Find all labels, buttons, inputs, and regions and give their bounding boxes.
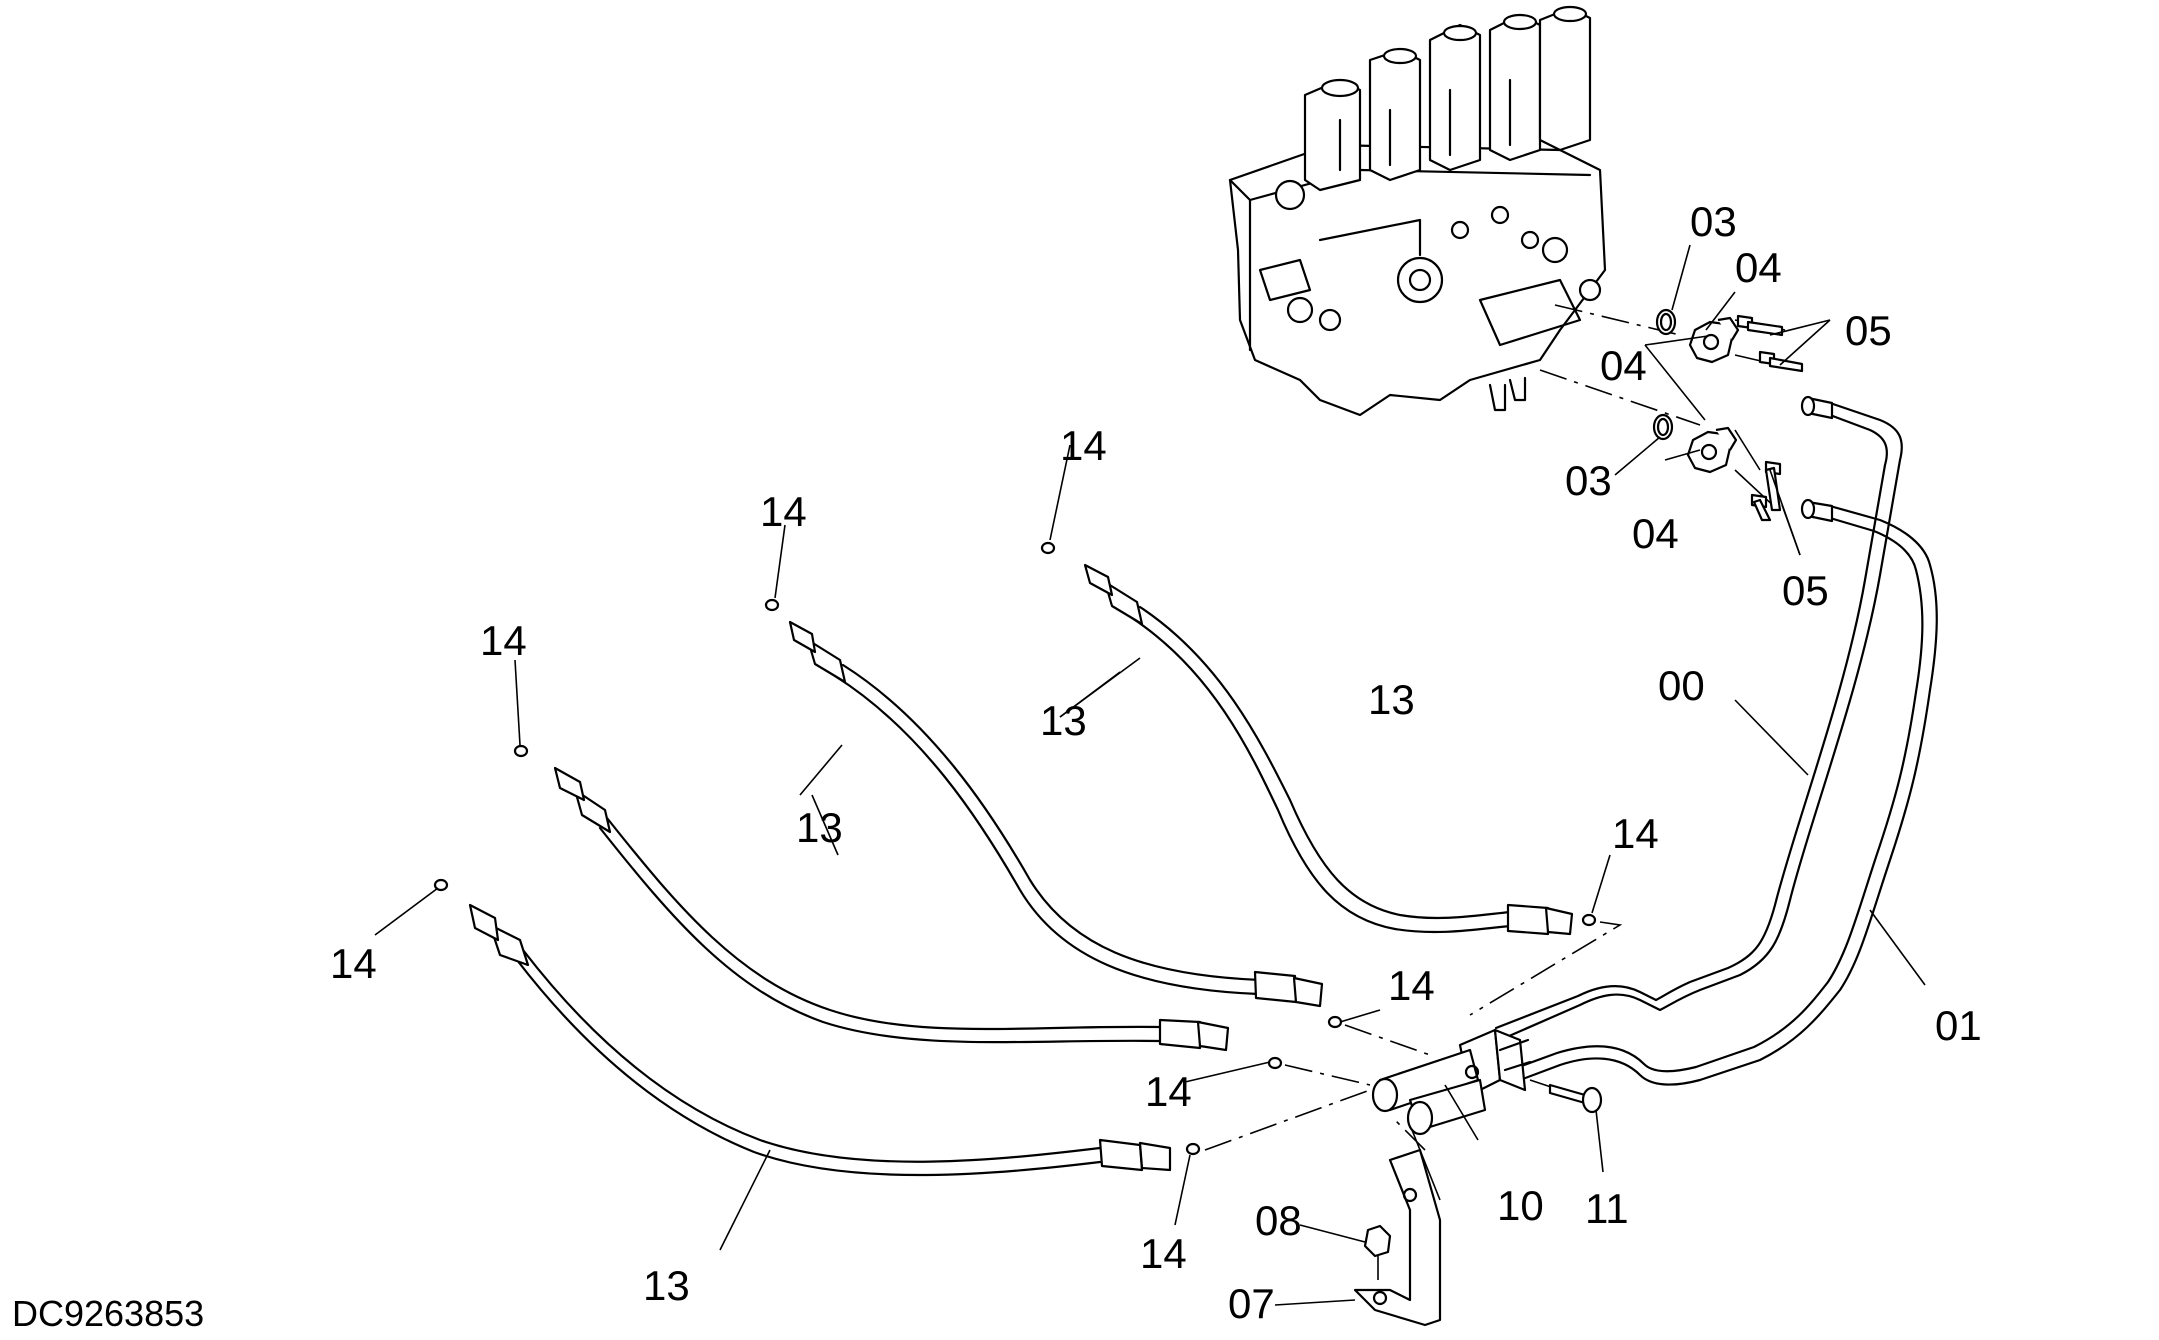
callout-labels: 03 03 04 04 04 05 05 00 01 10 11 08 07 1… [330,198,1982,1327]
callout-14-upper-left: 14 [760,488,807,535]
callout-14-right: 14 [1612,810,1659,857]
callout-04-bottom: 04 [1632,510,1679,557]
bracket-07 [1353,1148,1442,1327]
hose-13-b [553,766,1230,1052]
callout-05-lower: 05 [1782,567,1829,614]
callout-10: 10 [1497,1182,1544,1229]
bolts-05-lower [1734,429,1782,522]
callout-03-upper: 03 [1690,198,1737,245]
callout-01: 01 [1935,1002,1982,1049]
document-id: DC9263853 [12,1293,204,1334]
bolt-08 [1363,1224,1392,1280]
hose-13-a [468,903,1172,1177]
pipe-01 [1514,498,1938,1086]
callout-14-bottom: 14 [1140,1230,1187,1277]
callout-04-middle: 04 [1600,342,1647,389]
o-ring-03-upper [1655,308,1677,336]
bolt-11 [1529,1079,1603,1114]
callout-14-center: 14 [1145,1068,1192,1115]
control-valve-assembly [1228,5,1607,417]
callout-13-bottom: 13 [643,1262,690,1309]
callout-11: 11 [1585,1185,1629,1232]
pipe-00 [1494,395,1903,1042]
o-rings-14 [433,541,1597,1156]
bolts-05-upper [1734,314,1804,373]
callout-13-center: 13 [1040,697,1087,744]
hose-13-d [1083,563,1574,936]
split-flange-04-upper [1688,316,1740,364]
callout-08: 08 [1255,1197,1302,1244]
hose-13-c [788,620,1324,1008]
callout-14-left: 14 [480,617,527,664]
o-ring-03-lower [1652,413,1674,441]
callout-03-lower: 03 [1565,457,1612,504]
callout-13-left: 13 [796,804,843,851]
callout-05-upper: 05 [1845,307,1892,354]
callout-04-top: 04 [1735,244,1782,291]
callout-13-right: 13 [1368,676,1415,723]
callout-07: 07 [1228,1280,1275,1327]
callout-14-center-right: 14 [1388,962,1435,1009]
callout-14-top: 14 [1060,422,1107,469]
callout-14-far-left: 14 [330,940,377,987]
manifold-block-10 [1371,1028,1532,1136]
leader-lines [374,244,1926,1306]
callout-00: 00 [1658,662,1705,709]
split-flange-04-lower [1686,426,1738,474]
